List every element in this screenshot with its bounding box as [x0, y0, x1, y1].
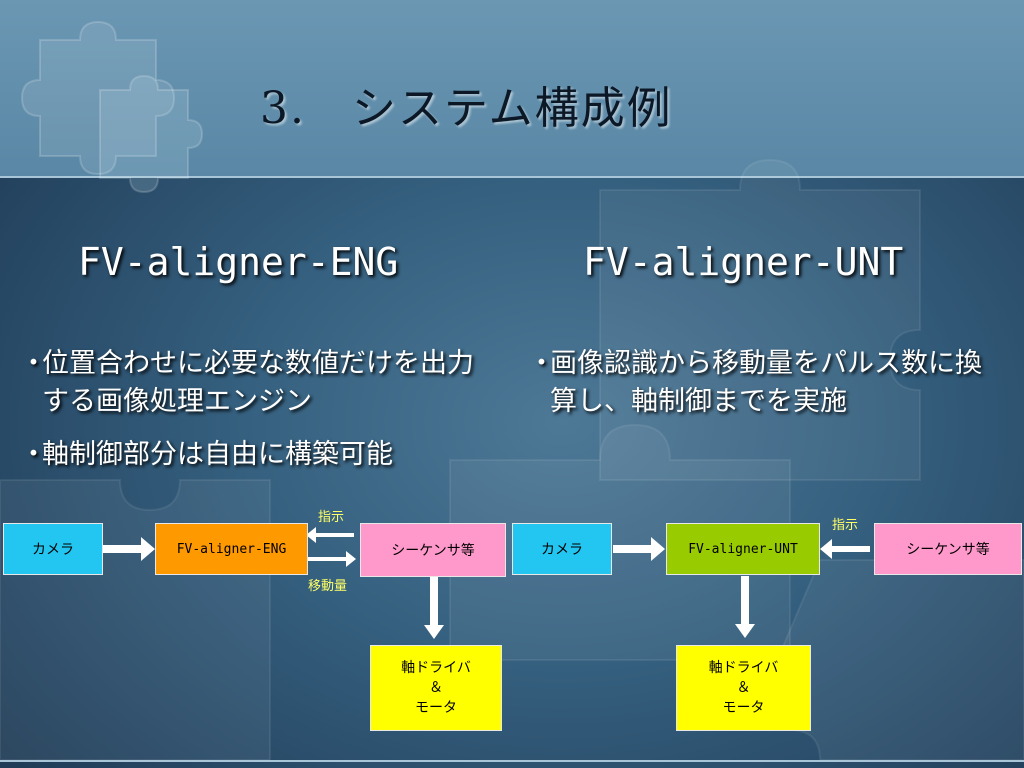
driver-line-3: モータ [415, 700, 457, 716]
bullet-mark: ・ [20, 439, 47, 470]
driver-line-3: モータ [722, 700, 765, 716]
sequencer-box-left: シーケンサ等 [360, 523, 506, 577]
driver-line-2: ＆ [429, 680, 443, 696]
left-heading: FV-aligner-ENG [78, 240, 399, 284]
unit-box: FV-aligner-UNT [666, 523, 820, 575]
driver-line-1: 軸ドライバ [708, 660, 779, 676]
bullet-text: 軸制御部分は自由に構築可能 [42, 439, 393, 470]
arrow-camera-to-unit [613, 537, 665, 561]
slide-title: 3. システム構成例 [260, 83, 673, 134]
left-bullet-1: ・ 位置合わせに必要な数値だけを出力する画像処理エンジン [20, 345, 500, 421]
engine-box: FV-aligner-ENG [155, 523, 308, 575]
arrow-camera-to-engine [103, 537, 155, 561]
bullet-text: 位置合わせに必要な数値だけを出力する画像処理エンジン [42, 348, 474, 417]
bottom-rule [0, 760, 1024, 762]
driver-line-2: ＆ [736, 680, 751, 696]
bullet-mark: ・ [528, 348, 555, 379]
camera-box-left: カメラ [3, 523, 103, 575]
driver-box-right: 軸ドライバ ＆ モータ [676, 645, 811, 731]
arrow-sequencer-to-engine [306, 527, 354, 543]
arrow-sequencer-to-driver [424, 577, 444, 639]
sequencer-box-right: シーケンサ等 [874, 523, 1022, 575]
title-band [0, 0, 1024, 178]
arrow-sequencer-to-unit [820, 539, 870, 559]
right-bullet-1: ・ 画像認識から移動量をパルス数に換算し、軸制御までを実施 [528, 345, 1008, 421]
driver-line-1: 軸ドライバ [401, 660, 471, 676]
label-movement-left: 移動量 [308, 579, 348, 594]
right-heading: FV-aligner-UNT [583, 240, 904, 284]
arrow-unit-to-driver [735, 576, 755, 638]
bullet-mark: ・ [20, 348, 47, 379]
label-command-right: 指示 [832, 518, 859, 533]
driver-box-left: 軸ドライバ ＆ モータ [370, 645, 502, 731]
camera-box-right: カメラ [512, 523, 612, 575]
bullet-text: 画像認識から移動量をパルス数に換算し、軸制御までを実施 [550, 348, 982, 417]
left-bullet-2: ・ 軸制御部分は自由に構築可能 [20, 436, 500, 474]
label-command-left: 指示 [318, 510, 345, 525]
arrow-engine-to-sequencer [308, 551, 356, 567]
